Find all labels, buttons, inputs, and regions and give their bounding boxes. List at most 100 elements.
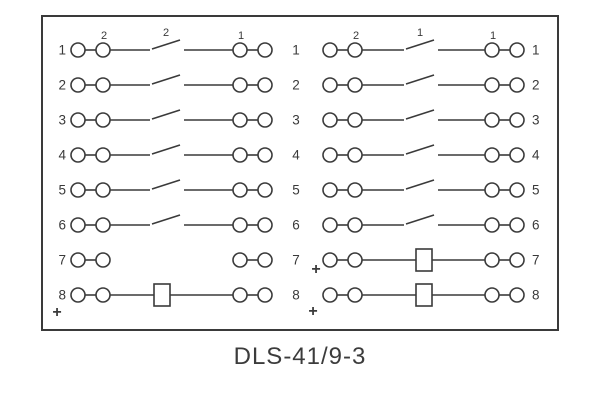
plus-mark: + bbox=[308, 303, 317, 320]
terminal-circle bbox=[95, 252, 111, 268]
terminal-circle bbox=[70, 147, 86, 163]
row-number-center: 4 bbox=[292, 148, 300, 163]
terminal-circle bbox=[95, 147, 111, 163]
coil-rect bbox=[415, 283, 433, 307]
terminal-circle bbox=[257, 147, 273, 163]
row-number-right: 7 bbox=[532, 253, 540, 268]
model-label: DLS-41/9-3 bbox=[233, 343, 367, 370]
terminal-circle bbox=[347, 147, 363, 163]
relay-outline bbox=[41, 15, 559, 331]
terminal-circle bbox=[484, 252, 500, 268]
terminal-circle bbox=[257, 112, 273, 128]
terminal-circle bbox=[232, 112, 248, 128]
terminal-circle bbox=[257, 217, 273, 233]
row-number-left: 3 bbox=[58, 113, 66, 128]
terminal-circle bbox=[509, 112, 525, 128]
terminal-circle bbox=[232, 42, 248, 58]
terminal-circle bbox=[70, 42, 86, 58]
plus-mark: + bbox=[311, 261, 320, 278]
row-number-left: 7 bbox=[58, 253, 66, 268]
terminal-circle bbox=[322, 77, 338, 93]
row-number-left: 4 bbox=[58, 148, 66, 163]
row-number-left: 8 bbox=[58, 288, 66, 303]
terminal-circle bbox=[257, 42, 273, 58]
terminal-circle bbox=[347, 217, 363, 233]
row-number-center: 1 bbox=[292, 43, 300, 58]
terminal-circle bbox=[484, 112, 500, 128]
terminal-circle bbox=[509, 42, 525, 58]
terminal-circle bbox=[509, 252, 525, 268]
terminal-circle bbox=[232, 147, 248, 163]
terminal-circle bbox=[95, 112, 111, 128]
row-number-right: 1 bbox=[532, 43, 540, 58]
terminal-circle bbox=[347, 112, 363, 128]
plus-mark: + bbox=[52, 304, 61, 321]
row-number-center: 6 bbox=[292, 218, 300, 233]
terminal-circle bbox=[322, 147, 338, 163]
coil-rect bbox=[153, 283, 171, 307]
terminal-circle bbox=[322, 252, 338, 268]
contact-switch bbox=[151, 74, 181, 85]
contact-switch bbox=[405, 179, 435, 190]
row-number-right: 5 bbox=[532, 183, 540, 198]
terminal-circle bbox=[70, 287, 86, 303]
terminal-circle bbox=[257, 182, 273, 198]
terminal-circle bbox=[347, 287, 363, 303]
row-number-left: 5 bbox=[58, 183, 66, 198]
terminal-circle bbox=[484, 217, 500, 233]
terminal-circle bbox=[509, 287, 525, 303]
terminal-circle bbox=[70, 252, 86, 268]
row-number-left: 1 bbox=[58, 43, 66, 58]
row-number-center: 7 bbox=[292, 253, 300, 268]
terminal-circle bbox=[70, 182, 86, 198]
contact-switch bbox=[151, 144, 181, 155]
terminal-circle bbox=[70, 217, 86, 233]
terminal-circle bbox=[95, 217, 111, 233]
terminal-circle bbox=[322, 287, 338, 303]
terminal-circle bbox=[322, 42, 338, 58]
row-number-left: 6 bbox=[58, 218, 66, 233]
row-number-right: 8 bbox=[532, 288, 540, 303]
terminal-circle bbox=[509, 77, 525, 93]
contact-mark: 1 bbox=[417, 27, 423, 39]
terminal-circle bbox=[347, 42, 363, 58]
terminal-mark: 2 bbox=[101, 30, 107, 42]
terminal-circle bbox=[70, 112, 86, 128]
contact-switch bbox=[151, 179, 181, 190]
contact-switch bbox=[405, 74, 435, 85]
terminal-circle bbox=[484, 182, 500, 198]
row-number-right: 4 bbox=[532, 148, 540, 163]
contact-switch bbox=[151, 214, 181, 225]
contact-switch bbox=[405, 39, 435, 50]
terminal-circle bbox=[347, 182, 363, 198]
terminal-circle bbox=[95, 77, 111, 93]
terminal-circle bbox=[347, 77, 363, 93]
terminal-circle bbox=[232, 287, 248, 303]
terminal-circle bbox=[257, 77, 273, 93]
terminal-circle bbox=[95, 42, 111, 58]
terminal-circle bbox=[232, 77, 248, 93]
row-number-center: 2 bbox=[292, 78, 300, 93]
terminal-circle bbox=[484, 77, 500, 93]
contact-switch bbox=[151, 109, 181, 120]
terminal-circle bbox=[95, 287, 111, 303]
row-number-right: 3 bbox=[532, 113, 540, 128]
terminal-circle bbox=[232, 182, 248, 198]
terminal-circle bbox=[347, 252, 363, 268]
terminal-circle bbox=[257, 252, 273, 268]
row-number-right: 2 bbox=[532, 78, 540, 93]
terminal-circle bbox=[509, 147, 525, 163]
terminal-circle bbox=[232, 252, 248, 268]
contact-switch bbox=[405, 144, 435, 155]
terminal-circle bbox=[232, 217, 248, 233]
terminal-circle bbox=[322, 217, 338, 233]
row-number-center: 3 bbox=[292, 113, 300, 128]
terminal-circle bbox=[509, 182, 525, 198]
row-number-center: 5 bbox=[292, 183, 300, 198]
row-number-right: 6 bbox=[532, 218, 540, 233]
contact-switch bbox=[405, 214, 435, 225]
terminal-circle bbox=[484, 147, 500, 163]
terminal-circle bbox=[322, 182, 338, 198]
